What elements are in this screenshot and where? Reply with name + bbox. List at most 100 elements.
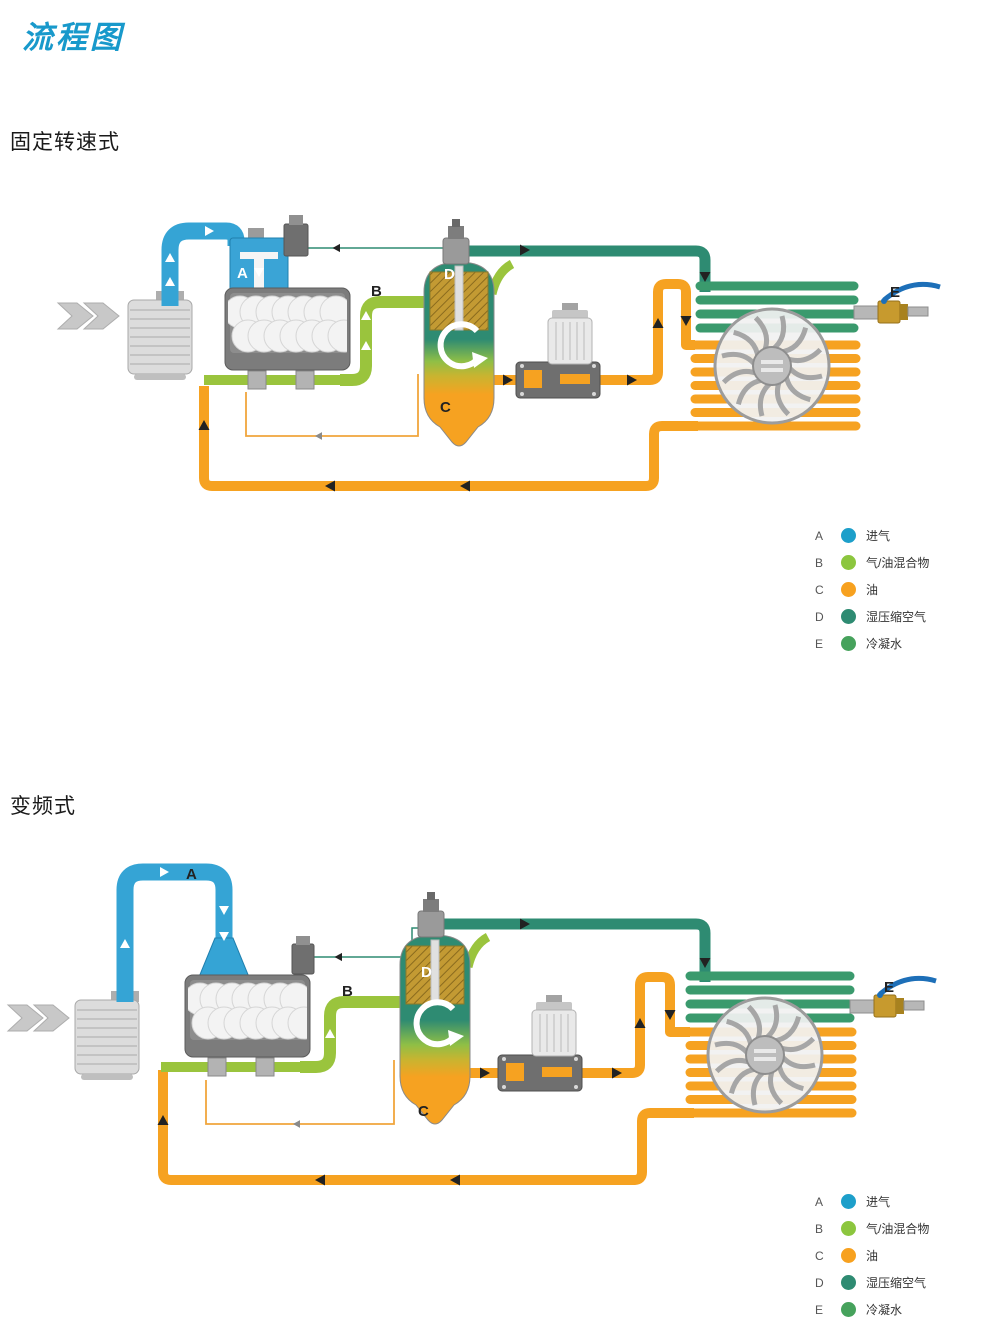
intake-arrow-icon [6, 1004, 70, 1032]
flow-arrows [165, 226, 711, 492]
flow-arrows [120, 867, 711, 1186]
tank-inlet-elbow [463, 933, 491, 969]
legend-dot [841, 1302, 856, 1317]
legend-dot [841, 1221, 856, 1236]
inlet-valve [229, 228, 289, 297]
label-b: B [371, 283, 382, 300]
legend-label: 冷凝水 [866, 637, 903, 651]
label-e: E [884, 979, 894, 996]
oil-injection-line [204, 370, 344, 390]
legend-variable-speed: A 进气 B 气/油混合物 C 油 D 湿压缩空气 E 冷凝水 [815, 1188, 985, 1323]
minimum-pressure-valve [442, 219, 470, 265]
label-e: E [890, 284, 900, 301]
legend-item: A 进气 [815, 1188, 985, 1215]
intake-arrow-icon [56, 302, 120, 330]
air-filter [127, 291, 193, 380]
compressor [224, 287, 351, 371]
label-d: D [421, 964, 432, 981]
legend-key: B [815, 555, 824, 570]
wet-air-pipe [444, 918, 711, 982]
legend-dot [841, 555, 856, 570]
legend-label: 气/油混合物 [866, 1222, 930, 1236]
legend-dot [841, 528, 856, 543]
legend-item: A 进气 [815, 522, 985, 549]
tank-inlet-elbow [487, 260, 515, 296]
solenoid-valve [283, 215, 309, 257]
legend-item: B 气/油混合物 [815, 549, 985, 576]
legend-key: B [815, 1221, 824, 1236]
legend-item: D 湿压缩空气 [815, 603, 985, 630]
legend-key: E [815, 636, 824, 651]
mixture-pipe [340, 296, 426, 386]
legend-dot [841, 609, 856, 624]
legend-label: 油 [866, 583, 879, 597]
legend-dot [841, 1248, 856, 1263]
separator-element [429, 271, 457, 331]
wet-air-pipe [469, 245, 711, 292]
separator-tank [423, 261, 495, 447]
label-c: C [440, 399, 451, 416]
diagram-variable-speed: A B C D E [6, 863, 937, 1186]
drain-valve [849, 975, 937, 1018]
cooling-fan-icon [706, 996, 824, 1114]
legend-label: 油 [866, 1249, 879, 1263]
oil-injection-line [161, 1057, 302, 1077]
legend-item: E 冷凝水 [815, 630, 985, 657]
legend-dot [841, 636, 856, 651]
scavenge-line [245, 374, 419, 437]
oil-feed-pipe [600, 279, 695, 385]
drain-valve [853, 281, 941, 324]
separator-element [461, 271, 489, 331]
valve-handle-icon [882, 281, 941, 302]
oil-filter [547, 303, 593, 365]
oil-filter [531, 995, 577, 1057]
section-heading-variable-speed: 变频式 [10, 795, 76, 818]
legend-key: A [815, 1194, 824, 1209]
legend-dot [841, 1275, 856, 1290]
valve-handle-icon [878, 975, 937, 996]
legend-key: D [815, 609, 824, 624]
legend-key: C [815, 582, 824, 597]
screw-rotors-icon [188, 982, 307, 1040]
inlet-funnel [198, 937, 250, 978]
page-title: 流程图 [22, 20, 124, 55]
diagram-fixed-speed: A B C D E [56, 215, 941, 492]
label-c: C [418, 1103, 429, 1120]
legend-item: C 油 [815, 576, 985, 603]
legend-item: E 冷凝水 [815, 1296, 985, 1323]
legend-key: C [815, 1248, 824, 1263]
legend-item: D 湿压缩空气 [815, 1269, 985, 1296]
intake-pipe [116, 863, 233, 1002]
legend-key: D [815, 1275, 824, 1290]
solenoid-valve [291, 936, 315, 975]
oil-feed-pipe [582, 972, 690, 1078]
legend-item: B 气/油混合物 [815, 1215, 985, 1242]
thermostatic-valve [515, 361, 601, 399]
legend-item: C 油 [815, 1242, 985, 1269]
legend-dot [841, 1194, 856, 1209]
legend-dot [841, 582, 856, 597]
separator-tank [399, 934, 471, 1125]
legend-label: 气/油混合物 [866, 556, 930, 570]
air-filter [74, 991, 140, 1080]
legend-label: 进气 [866, 529, 891, 543]
separator-element [405, 945, 433, 1005]
legend-label: 湿压缩空气 [866, 1276, 927, 1290]
label-a: A [237, 265, 248, 282]
legend-label: 冷凝水 [866, 1303, 903, 1317]
separator-element [437, 945, 465, 1005]
screw-rotors-icon [228, 295, 347, 353]
swirl-arrow-icon [413, 999, 458, 1048]
legend-label: 进气 [866, 1195, 891, 1209]
mixture-pipe [300, 996, 402, 1073]
minimum-pressure-valve [417, 892, 445, 938]
thermostatic-valve [497, 1054, 583, 1092]
oil-return-pipe [158, 1070, 694, 1185]
label-a: A [186, 866, 197, 883]
legend-key: E [815, 1302, 824, 1317]
legend-key: A [815, 528, 824, 543]
swirl-arrow-icon [437, 321, 482, 370]
label-b: B [342, 983, 353, 1000]
legend-fixed-speed: A 进气 B 气/油混合物 C 油 D 湿压缩空气 E 冷凝水 [815, 522, 985, 657]
